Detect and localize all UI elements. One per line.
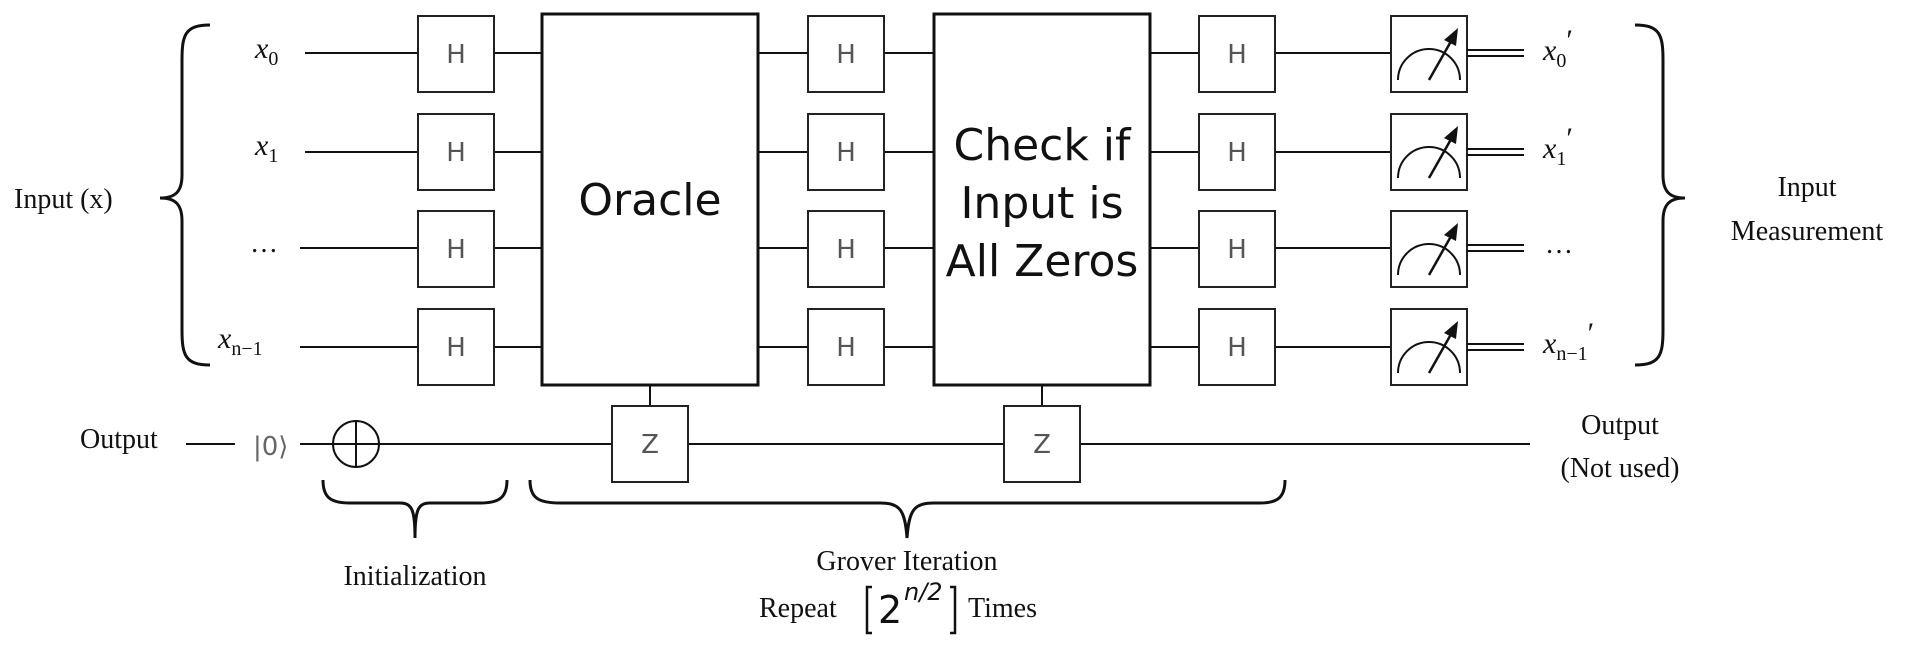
qubit-label-1: x1 bbox=[254, 129, 278, 167]
grover-iteration-brace bbox=[528, 479, 1287, 539]
h-column-2: H H H H bbox=[807, 15, 885, 386]
h-gate bbox=[807, 308, 885, 386]
h-gate bbox=[417, 15, 495, 93]
h-gate bbox=[1198, 308, 1276, 386]
h-gate-label: H bbox=[446, 138, 466, 168]
initialization-brace bbox=[321, 479, 509, 539]
grover-iteration-label: Grover Iteration bbox=[816, 546, 997, 577]
h-gate-label: H bbox=[1227, 235, 1247, 265]
measured-label-1: x1′ bbox=[1542, 122, 1573, 170]
z-gate bbox=[1003, 405, 1081, 483]
measurement-brace bbox=[1634, 23, 1686, 367]
repeat-base: 2 bbox=[878, 588, 902, 632]
h-gate bbox=[417, 113, 495, 191]
meter-icon bbox=[1390, 308, 1468, 386]
h-gate bbox=[417, 308, 495, 386]
zero-check-line-2: Input is bbox=[960, 178, 1123, 229]
measured-label-0: x0′ bbox=[1542, 24, 1573, 72]
repeat-count-label: Repeat 2 n/2 Times bbox=[759, 578, 1037, 635]
qubit-label-0: x0 bbox=[254, 32, 278, 70]
qubit-label-n-1: xn−1 bbox=[217, 322, 263, 360]
h-gate-label: H bbox=[1227, 333, 1247, 363]
h-gate-label: H bbox=[836, 333, 856, 363]
classical-wires bbox=[1467, 49, 1524, 351]
z-gate bbox=[611, 405, 689, 483]
repeat-prefix: Repeat bbox=[759, 593, 837, 624]
output-left-label: Output bbox=[80, 424, 158, 455]
h-gate-label: H bbox=[836, 235, 856, 265]
h-gate-label: H bbox=[446, 235, 466, 265]
measured-label-n-1: xn−1′ bbox=[1542, 317, 1594, 365]
qubit-label-ellipsis: … bbox=[250, 228, 278, 259]
h-gate-label: H bbox=[836, 138, 856, 168]
h-gate-label: H bbox=[1227, 40, 1247, 70]
output-right-line-2: (Not used) bbox=[1561, 453, 1680, 484]
input-measurement-line-2: Measurement bbox=[1731, 216, 1884, 247]
ket-zero: |0⟩ bbox=[253, 432, 288, 462]
output-right-line-1: Output bbox=[1581, 410, 1659, 441]
repeat-suffix: Times bbox=[968, 593, 1037, 624]
measurement-column bbox=[1390, 15, 1468, 386]
h-gate-label: H bbox=[1227, 138, 1247, 168]
zero-check-line-3: All Zeros bbox=[946, 236, 1139, 287]
h-gate bbox=[807, 113, 885, 191]
meter-icon bbox=[1390, 210, 1468, 288]
repeat-bracket-right bbox=[950, 585, 957, 635]
input-measurement-line-1: Input bbox=[1777, 172, 1836, 203]
meter-icon bbox=[1390, 15, 1468, 93]
h-gate-label: H bbox=[446, 333, 466, 363]
h-column-1: H H H H bbox=[417, 15, 495, 386]
zero-check-line-1: Check if bbox=[953, 120, 1132, 171]
h-gate bbox=[807, 15, 885, 93]
h-gate bbox=[1198, 113, 1276, 191]
h-gate bbox=[417, 210, 495, 288]
h-gate bbox=[807, 210, 885, 288]
initialization-label: Initialization bbox=[343, 561, 486, 592]
oracle-label: Oracle bbox=[578, 175, 721, 226]
zero-check-box bbox=[932, 12, 1152, 387]
h-gate bbox=[1198, 15, 1276, 93]
h-gate bbox=[1198, 210, 1276, 288]
h-gate-label: H bbox=[446, 40, 466, 70]
input-label: Input (x) bbox=[14, 184, 113, 215]
meter-icon bbox=[1390, 113, 1468, 191]
z-gate-label: Z bbox=[641, 430, 659, 460]
oracle-box bbox=[540, 12, 760, 387]
repeat-bracket-left bbox=[865, 585, 872, 635]
input-brace bbox=[159, 23, 211, 367]
h-gate-label: H bbox=[836, 40, 856, 70]
measured-label-ellipsis: … bbox=[1545, 229, 1573, 260]
repeat-exponent: n/2 bbox=[904, 578, 943, 606]
h-column-3: H H H H bbox=[1198, 15, 1276, 386]
z-gate-label: Z bbox=[1033, 430, 1051, 460]
